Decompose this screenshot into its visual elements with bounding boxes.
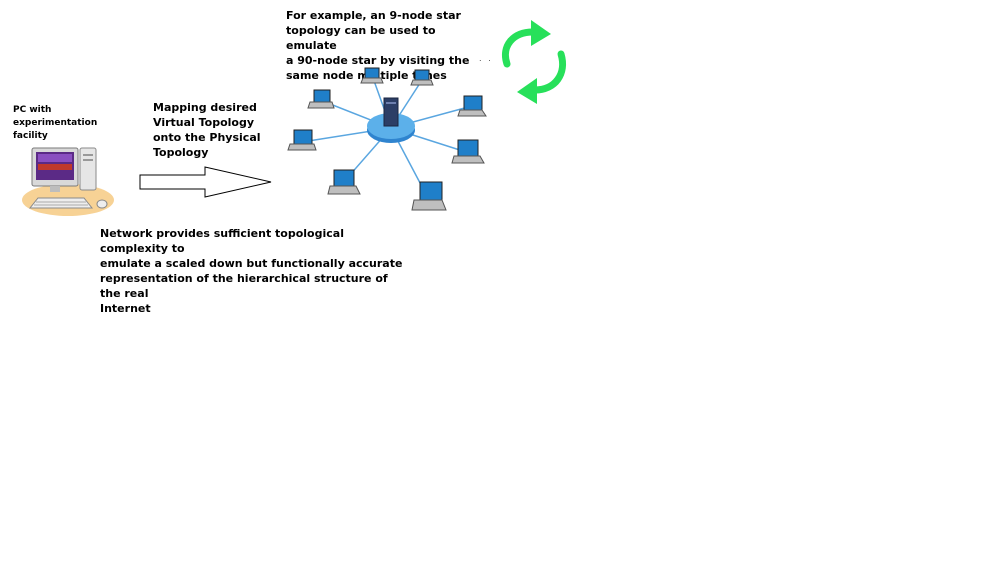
pc-label: PC with experimentation facility: [13, 105, 98, 141]
mapping-label: Mapping desired Virtual Topology onto th…: [153, 101, 261, 159]
right-arrow-icon: [139, 166, 272, 198]
example-label: For example, an 9-node star topology can…: [286, 9, 470, 82]
desktop-computer-icon: [22, 147, 114, 216]
refresh-arrows-icon: [502, 20, 566, 104]
dots: . .: [479, 54, 493, 63]
star-network-icon: [287, 67, 487, 211]
network-label: Network provides sufficient topological …: [100, 227, 403, 315]
